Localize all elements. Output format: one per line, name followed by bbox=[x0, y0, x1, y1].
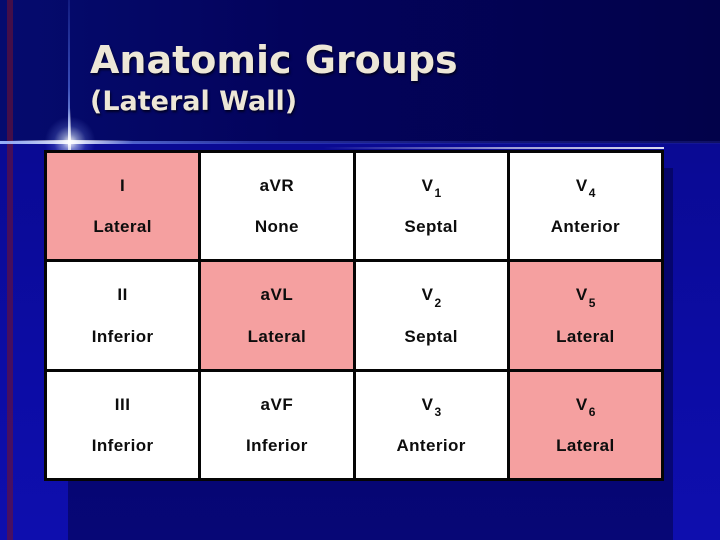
lead-label: I bbox=[120, 175, 126, 195]
lead-label: V5 bbox=[575, 285, 596, 310]
region-label: Lateral bbox=[556, 436, 615, 456]
region-label: None bbox=[254, 217, 299, 237]
table-cell-lead-V6: V6 Lateral bbox=[509, 371, 661, 478]
decorative-horizontal-line bbox=[0, 141, 720, 144]
table-cell-lead-V1: V1 Septal bbox=[355, 153, 507, 260]
lead-label: aVF bbox=[260, 394, 294, 414]
crosshair-flare-vertical-arm bbox=[68, 108, 71, 176]
region-label: Lateral bbox=[247, 326, 307, 346]
lead-label: V3 bbox=[421, 394, 442, 420]
lead-label: V4 bbox=[575, 175, 596, 201]
lead-label: aVL bbox=[260, 285, 294, 305]
lead-label: II bbox=[117, 285, 128, 305]
table-cell-lead-aVL: aVL Lateral bbox=[201, 262, 353, 369]
lead-label: III bbox=[114, 394, 131, 414]
region-label: Lateral bbox=[93, 217, 152, 237]
lead-label: V2 bbox=[421, 285, 442, 310]
lead-label: aVR bbox=[259, 175, 295, 195]
region-label: Inferior bbox=[91, 436, 154, 456]
region-label: Septal bbox=[404, 326, 458, 346]
left-edge-red-stripe bbox=[7, 0, 13, 540]
table-cell-lead-III: III Inferior bbox=[47, 371, 199, 478]
lead-label: V1 bbox=[421, 175, 442, 201]
slide-subtitle: (Lateral Wall) bbox=[90, 86, 298, 117]
table-cell-lead-aVR: aVR None bbox=[201, 153, 353, 260]
anatomic-groups-table: I Lateral aVR None V1 Septal V4 Anterior… bbox=[44, 150, 664, 481]
region-label: Septal bbox=[404, 217, 458, 237]
slide-title: Anatomic Groups bbox=[90, 38, 458, 82]
table-cell-lead-I: I Lateral bbox=[47, 153, 199, 260]
region-label: Lateral bbox=[556, 326, 615, 346]
decorative-vertical-line bbox=[68, 0, 70, 145]
region-label: Anterior bbox=[550, 217, 621, 237]
background-top-band bbox=[0, 0, 720, 143]
table-cell-lead-V5: V5 Lateral bbox=[509, 262, 661, 369]
table-cell-lead-V2: V2 Septal bbox=[355, 262, 507, 369]
table-top-light-edge bbox=[44, 147, 664, 149]
region-label: Inferior bbox=[245, 436, 308, 456]
region-label: Anterior bbox=[396, 436, 466, 456]
table-cell-lead-V3: V3 Anterior bbox=[355, 371, 507, 478]
table-cell-lead-II: II Inferior bbox=[47, 262, 199, 369]
table-cell-lead-aVF: aVF Inferior bbox=[201, 371, 353, 478]
lead-label: V6 bbox=[575, 394, 596, 420]
region-label: Inferior bbox=[91, 326, 154, 346]
table-cell-lead-V4: V4 Anterior bbox=[509, 153, 661, 260]
